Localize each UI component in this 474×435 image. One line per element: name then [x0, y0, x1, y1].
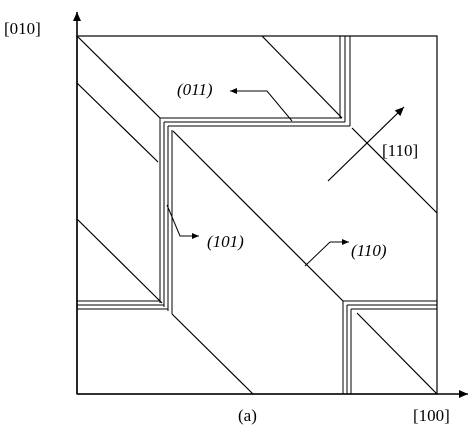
arrow-110-direction: [327, 106, 405, 182]
plane-label-101: (101): [207, 232, 244, 251]
figure-caption: (a): [238, 406, 257, 425]
plane-label-011: (011): [177, 80, 213, 99]
x-axis-label: [100]: [413, 406, 450, 425]
middle-domain-wall-bands: [159, 118, 173, 314]
y-axis-label: [010]: [4, 19, 41, 38]
lower-domain-wall-bands: [77, 300, 437, 394]
plane-label-110: (110): [351, 241, 387, 260]
upper-domain-wall-bands: [160, 36, 351, 127]
diagonal-domain-walls: [76, 35, 438, 395]
arrow-101: [166, 204, 199, 239]
arrow-011: [230, 88, 293, 122]
crystal-boundary: [76, 35, 438, 395]
annotation-arrows: [166, 88, 405, 267]
arrow-110-plane: [304, 239, 349, 267]
direction-label-110: [110]: [382, 141, 418, 160]
